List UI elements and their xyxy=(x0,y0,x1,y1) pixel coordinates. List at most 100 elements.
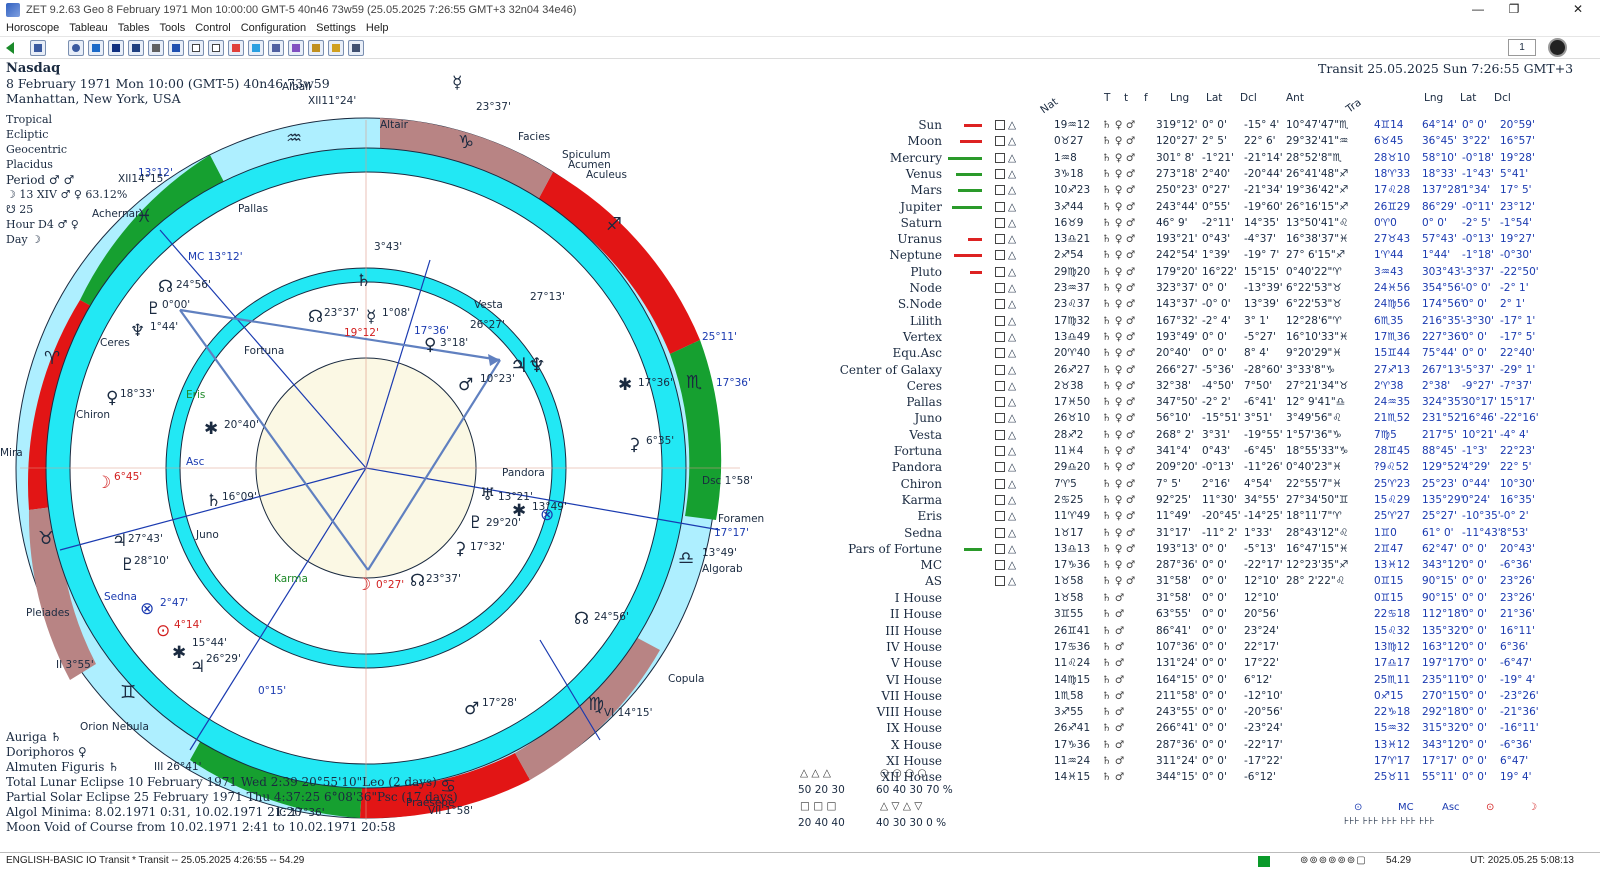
table-row[interactable]: Uranus△13♎21♄ ♀ ♂193°21'0°43'-4°37'16°38… xyxy=(830,231,1534,247)
row-checkbox[interactable] xyxy=(995,429,1005,440)
table-row[interactable]: Vesta△28♐2♄ ♀ ♂268° 2'3°31'-19°55'1°57'3… xyxy=(830,427,1530,443)
grid-icon[interactable] xyxy=(108,40,124,56)
row-checkbox[interactable] xyxy=(995,266,1005,277)
row-checkbox[interactable] xyxy=(995,299,1005,310)
map-icon[interactable] xyxy=(248,40,264,56)
aspect-grid-icon[interactable] xyxy=(228,40,244,56)
table-row[interactable]: Moon△0♉27♄ ♀ ♂120°27'2° 5'22° 6'29°32'41… xyxy=(830,133,1535,149)
table-row[interactable]: Neptune△2♐54♄ ♀ ♂242°54'1°39'-19° 7'27° … xyxy=(830,247,1532,263)
status-wheel-icons[interactable]: ⊚⊚⊚⊚⊚⊚▢ xyxy=(1300,855,1367,866)
menu-help[interactable]: Help xyxy=(365,21,389,34)
row-checkbox[interactable] xyxy=(995,494,1005,505)
close-button[interactable]: ✕ xyxy=(1572,2,1584,16)
globe-icon[interactable] xyxy=(88,40,104,56)
menu-control[interactable]: Control xyxy=(195,21,231,34)
row-checkbox[interactable] xyxy=(995,185,1005,196)
row-checkbox[interactable] xyxy=(995,511,1005,522)
menu-tools[interactable]: Tools xyxy=(159,21,186,34)
row-checkbox[interactable] xyxy=(995,380,1005,391)
maximize-button[interactable]: ❐ xyxy=(1508,2,1520,16)
list-icon[interactable] xyxy=(208,40,224,56)
table-row[interactable]: Lilith△17♍32♄ ♀ ♂167°32'-2° 4'3° 1'12°28… xyxy=(830,313,1535,329)
spiral-icon[interactable] xyxy=(288,40,304,56)
tools-icon[interactable] xyxy=(308,40,324,56)
row-checkbox[interactable] xyxy=(995,217,1005,228)
row-checkbox[interactable] xyxy=(995,152,1005,163)
table-row[interactable]: Pandora△29♎20♄ ♀ ♂209°20'-0°13'-11°26'0°… xyxy=(830,459,1532,475)
row-checkbox[interactable] xyxy=(995,446,1005,456)
row-checkbox[interactable] xyxy=(995,527,1005,538)
row-checkbox[interactable] xyxy=(995,120,1005,130)
menu-tableau[interactable]: Tableau xyxy=(69,21,108,34)
menu-tables[interactable]: Tables xyxy=(117,21,150,34)
table-row[interactable]: Center of Galaxy△26♐27♄ ♀ ♂266°27'-5°36'… xyxy=(830,362,1536,378)
row-checkbox[interactable] xyxy=(995,234,1005,245)
table-row[interactable]: MC△17♑36♄ ♀ ♂287°36'0° 0'-22°17'12°23'35… xyxy=(830,557,1532,573)
menu-settings[interactable]: Settings xyxy=(316,21,356,34)
table-row[interactable]: Venus△3♑18♄ ♀ ♂273°18'2°40'-20°44'26°41'… xyxy=(830,166,1530,182)
row-checkbox[interactable] xyxy=(995,560,1005,571)
horoscope-wheel[interactable]: ♒ ♑ ♓ ♈ ♉ ♊ ♋ ♍ ♎ ♏ ♐ ☊ ♇ ♆ ♀ ✱ ☽ ♄ ♃ ♇ … xyxy=(0,60,780,840)
table-row[interactable]: Ceres△2♉38♄ ♀ ♂32°38'-4°50'7°50'27°21'34… xyxy=(830,378,1532,394)
row-checkbox[interactable] xyxy=(995,576,1005,587)
row-checkbox[interactable] xyxy=(995,543,1005,554)
table-row[interactable]: Karma△2♋25♄ ♀ ♂92°25'11°30'34°55'27°34'5… xyxy=(830,492,1535,508)
row-checkbox[interactable] xyxy=(995,283,1005,293)
globe-button-icon[interactable] xyxy=(1548,38,1567,57)
star-icon[interactable] xyxy=(328,40,344,56)
table-row[interactable]: Sun△19♒12♄ ♀ ♂319°12'0° 0'-15° 4'10°47'4… xyxy=(830,117,1535,133)
table-row[interactable]: S.Node△23♌37♄ ♀ ♂143°37'-0° 0'13°39'6°22… xyxy=(830,296,1530,312)
row-checkbox[interactable] xyxy=(995,348,1005,359)
window-icon[interactable] xyxy=(188,40,204,56)
print-icon[interactable] xyxy=(148,40,164,56)
table-row[interactable]: Fortuna△11♓4♄ ♀ ♂341°4'0°43'-6°45'18°55'… xyxy=(830,443,1535,459)
chart-wheel-icon[interactable] xyxy=(68,40,84,56)
page-spinner[interactable]: 1 xyxy=(1508,39,1536,56)
row-checkbox[interactable] xyxy=(995,136,1005,147)
menu-horoscope[interactable]: Horoscope xyxy=(6,21,60,34)
table-row[interactable]: Mercury△1♒8♄ ♀ ♂301° 8'-1°21'-21°14'28°5… xyxy=(830,150,1535,166)
row-checkbox[interactable] xyxy=(995,250,1005,261)
table-row[interactable]: Node△23♒37♄ ♀ ♂323°37'0° 0'-13°39'6°22'5… xyxy=(830,280,1530,296)
check-icon[interactable] xyxy=(168,40,184,56)
row-checkbox[interactable] xyxy=(995,331,1005,342)
row-checkbox[interactable] xyxy=(995,397,1005,408)
row-checkbox[interactable] xyxy=(995,364,1005,375)
menu-configuration[interactable]: Configuration xyxy=(240,21,307,34)
table-row[interactable]: Saturn△16♉9♄ ♀ ♂46° 9'-2°11'14°35'13°50'… xyxy=(830,215,1532,231)
table-row[interactable]: Chiron△7♈5♄ ♀ ♂7° 5'2°16'4°54'22°55'7"♓2… xyxy=(830,476,1535,492)
table-row[interactable]: Juno△26♉10♄ ♀ ♂56°10'-15°51'3°51'3°49'56… xyxy=(830,410,1539,426)
table-row[interactable]: Sedna△1♉17♄ ♀ ♂31°17'-11° 2'1°33'28°43'1… xyxy=(830,525,1530,541)
table-row[interactable]: Pallas△17♓50♄ ♀ ♂347°50'-2° 2'-6°41'12° … xyxy=(830,394,1535,410)
dark-chart-icon[interactable] xyxy=(128,40,144,56)
table-row[interactable]: Pluto△29♍20♄ ♀ ♂179°20'16°22'15°15'0°40'… xyxy=(830,264,1538,280)
back-arrow-icon[interactable] xyxy=(4,41,16,55)
minimize-button[interactable]: — xyxy=(1472,2,1484,16)
table-row[interactable]: Jupiter△3♐44♄ ♀ ♂243°44'0°55'-19°60'26°1… xyxy=(830,199,1535,215)
settings-icon[interactable] xyxy=(348,40,364,56)
row-checkbox[interactable] xyxy=(995,315,1005,326)
row-checkbox[interactable] xyxy=(995,413,1005,424)
table-row[interactable]: Equ.Asc△20♈40♄ ♀ ♂20°40'0° 0'8° 4'9°20'2… xyxy=(830,345,1534,361)
table-row[interactable]: Eris△11♈49♄ ♀ ♂11°49'-20°45'-14°25'18°11… xyxy=(830,508,1530,524)
row-checkbox[interactable] xyxy=(995,201,1005,212)
zoom-icon[interactable] xyxy=(268,40,284,56)
table-row[interactable]: AS△1♉58♄ ♀ ♂31°58'0° 0'12°10'28° 2'22"♌0… xyxy=(830,573,1535,589)
table-icon[interactable] xyxy=(30,40,46,56)
row-checkbox[interactable] xyxy=(995,462,1005,473)
table-row[interactable]: Pars of Fortune△13♎13♄ ♀ ♂193°13'0° 0'-5… xyxy=(830,541,1535,557)
table-row[interactable]: Mars△10♐23♄ ♀ ♂250°23'0°27'-21°34'19°36'… xyxy=(830,182,1532,198)
row-checkbox[interactable] xyxy=(995,168,1005,179)
